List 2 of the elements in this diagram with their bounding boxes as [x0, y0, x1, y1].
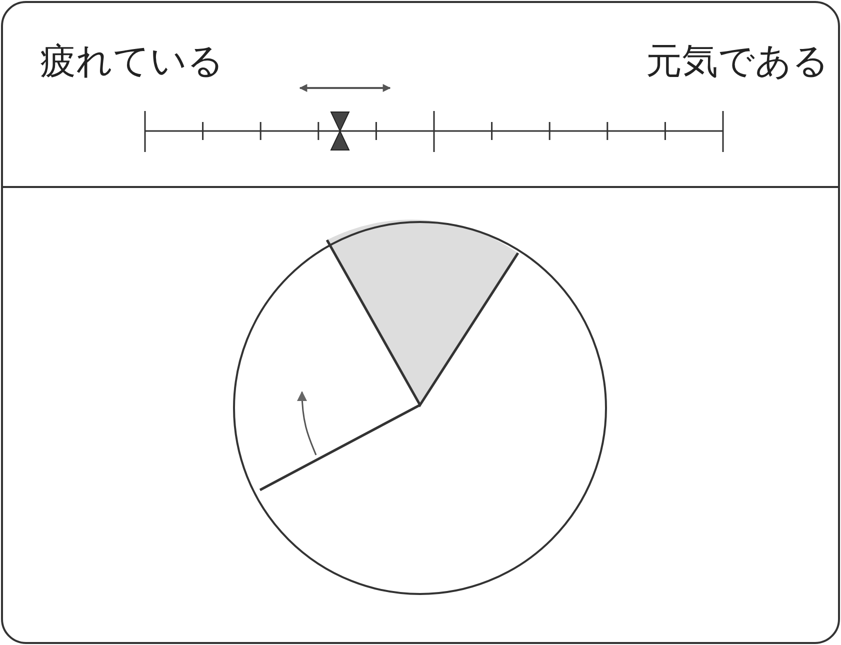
scale-end-label: 疲れている — [40, 40, 224, 84]
scale-end-label: 元気である — [646, 40, 829, 84]
